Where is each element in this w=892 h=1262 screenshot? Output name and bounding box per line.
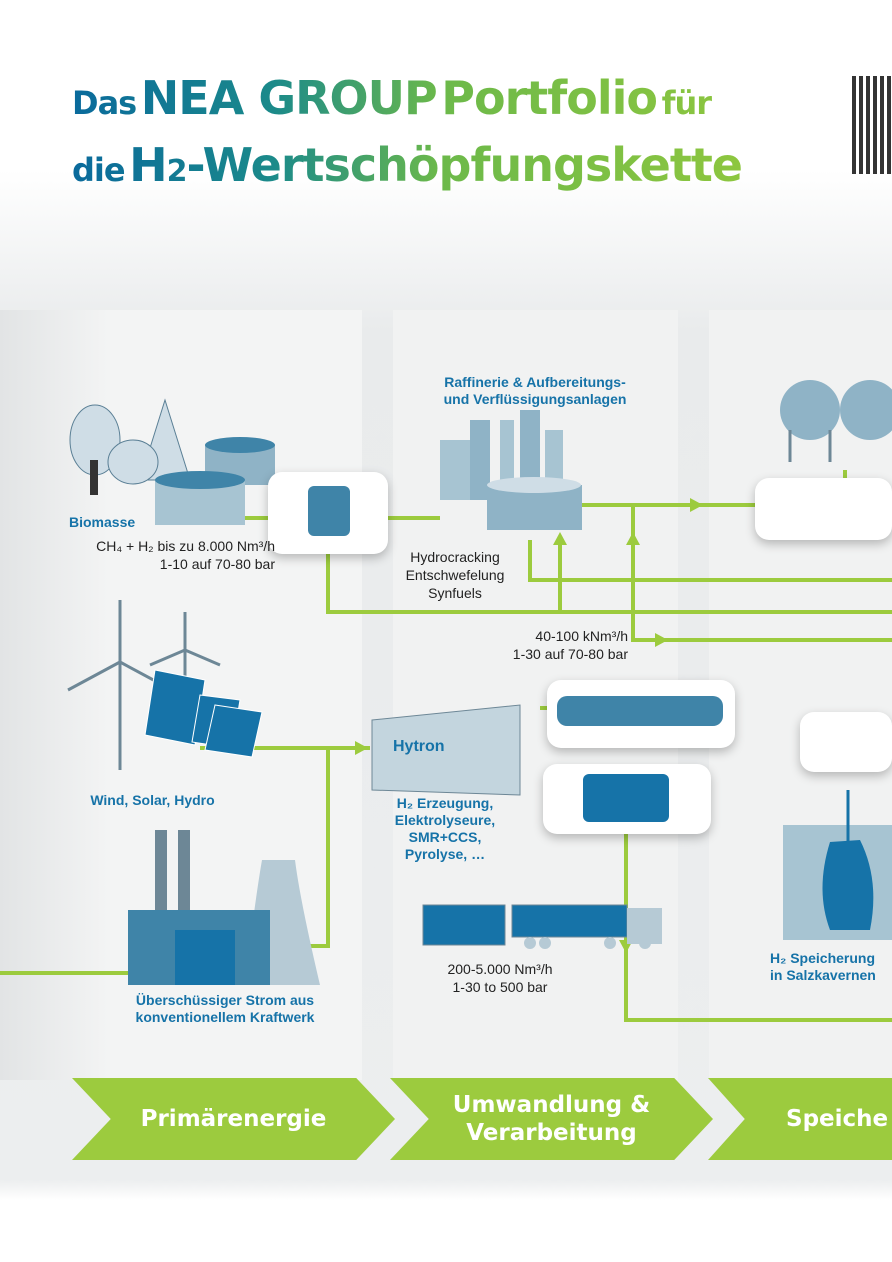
compressor-card-biomass[interactable] <box>268 472 388 554</box>
stage-speicherung: Speiche <box>708 1078 892 1160</box>
refinery-icon <box>440 410 582 530</box>
renewables-label: Wind, Solar, Hydro <box>90 792 215 808</box>
flow-rate-refinery: 40-100 kNm³/h 1-30 auf 70-80 bar <box>470 627 628 663</box>
erzeugung-line4: Pyrolyse, … <box>404 846 486 862</box>
storage-line2: in Salzkavernen <box>770 967 876 983</box>
biomasse-flow: CH₄ + H₂ bis zu 8.000 Nm³/h 1-10 auf 70-8… <box>50 537 275 573</box>
hydrogen-trailer-icon <box>422 904 662 949</box>
stage-label: Primärenergie <box>140 1106 327 1132</box>
erzeugung-line1: H₂ Erzeugung, <box>396 795 494 811</box>
electrolyzer-container-icon <box>371 704 521 796</box>
compressor-icon <box>308 486 350 536</box>
compressor-icon <box>557 696 723 726</box>
flow-rate-trailer: 200-5.000 Nm³/h 1-30 to 500 bar <box>430 960 570 996</box>
compressor-card-storage-2[interactable] <box>800 712 892 772</box>
stage-umwandlung: Umwandlung & Verarbeitung <box>390 1078 713 1160</box>
compressor-card-storage-1[interactable] <box>755 478 892 540</box>
process-item: Synfuels <box>428 585 482 601</box>
biomasse-flow-line1: CH₄ + H₂ bis zu 8.000 Nm³/h <box>96 538 275 554</box>
erzeugung-line3: SMR+CCS, <box>408 829 482 845</box>
solar-panels-icon <box>144 669 263 758</box>
biogas-tanks-icon <box>155 437 275 525</box>
qr-code[interactable] <box>852 76 892 174</box>
storage-line1: H₂ Speicherung <box>770 950 876 966</box>
flow1-line1: 40-100 kNm³/h <box>535 628 628 644</box>
stage-label: Umwandlung & Verarbeitung <box>452 1092 651 1146</box>
power-plant-icon <box>128 830 320 985</box>
erzeugung-label: H₂ Erzeugung,Elektrolyseure,SMR+CCS,Pyro… <box>390 795 500 863</box>
erzeugung-line2: Elektrolyseure, <box>394 812 496 828</box>
raffinerie-label: Raffinerie & Aufbereitungs-und Verflüssi… <box>400 374 670 408</box>
kraftwerk-line2: konventionellem Kraftwerk <box>135 1009 315 1025</box>
salt-cavern-icon <box>783 790 892 940</box>
trees-icon <box>69 398 191 495</box>
flow2-line1: 200-5.000 Nm³/h <box>447 961 553 977</box>
raffinerie-line1: Raffinerie & Aufbereitungs- <box>444 374 626 390</box>
compressor-card-electrolysis-1[interactable] <box>547 680 735 748</box>
hytron-logo: Hytron <box>393 738 445 755</box>
kraftwerk-line1: Überschüssiger Strom aus <box>135 992 315 1008</box>
compressor-card-electrolysis-2[interactable] <box>543 764 711 834</box>
biomasse-flow-line2: 1-10 auf 70-80 bar <box>159 556 275 572</box>
biomasse-title: Biomasse <box>69 514 136 530</box>
process-item: Entschwefelung <box>405 567 505 583</box>
flow2-line2: 1-30 to 500 bar <box>452 979 548 995</box>
raffinerie-line2: und Verflüssigungsanlagen <box>443 391 627 407</box>
process-item: Hydrocracking <box>410 549 500 565</box>
stage-primaerenergie: Primärenergie <box>72 1078 395 1160</box>
stage-label: Speiche <box>786 1106 889 1132</box>
storage-silos-icon <box>780 380 892 462</box>
compressor-icon <box>583 774 669 822</box>
flow1-line2: 1-30 auf 70-80 bar <box>512 646 628 662</box>
